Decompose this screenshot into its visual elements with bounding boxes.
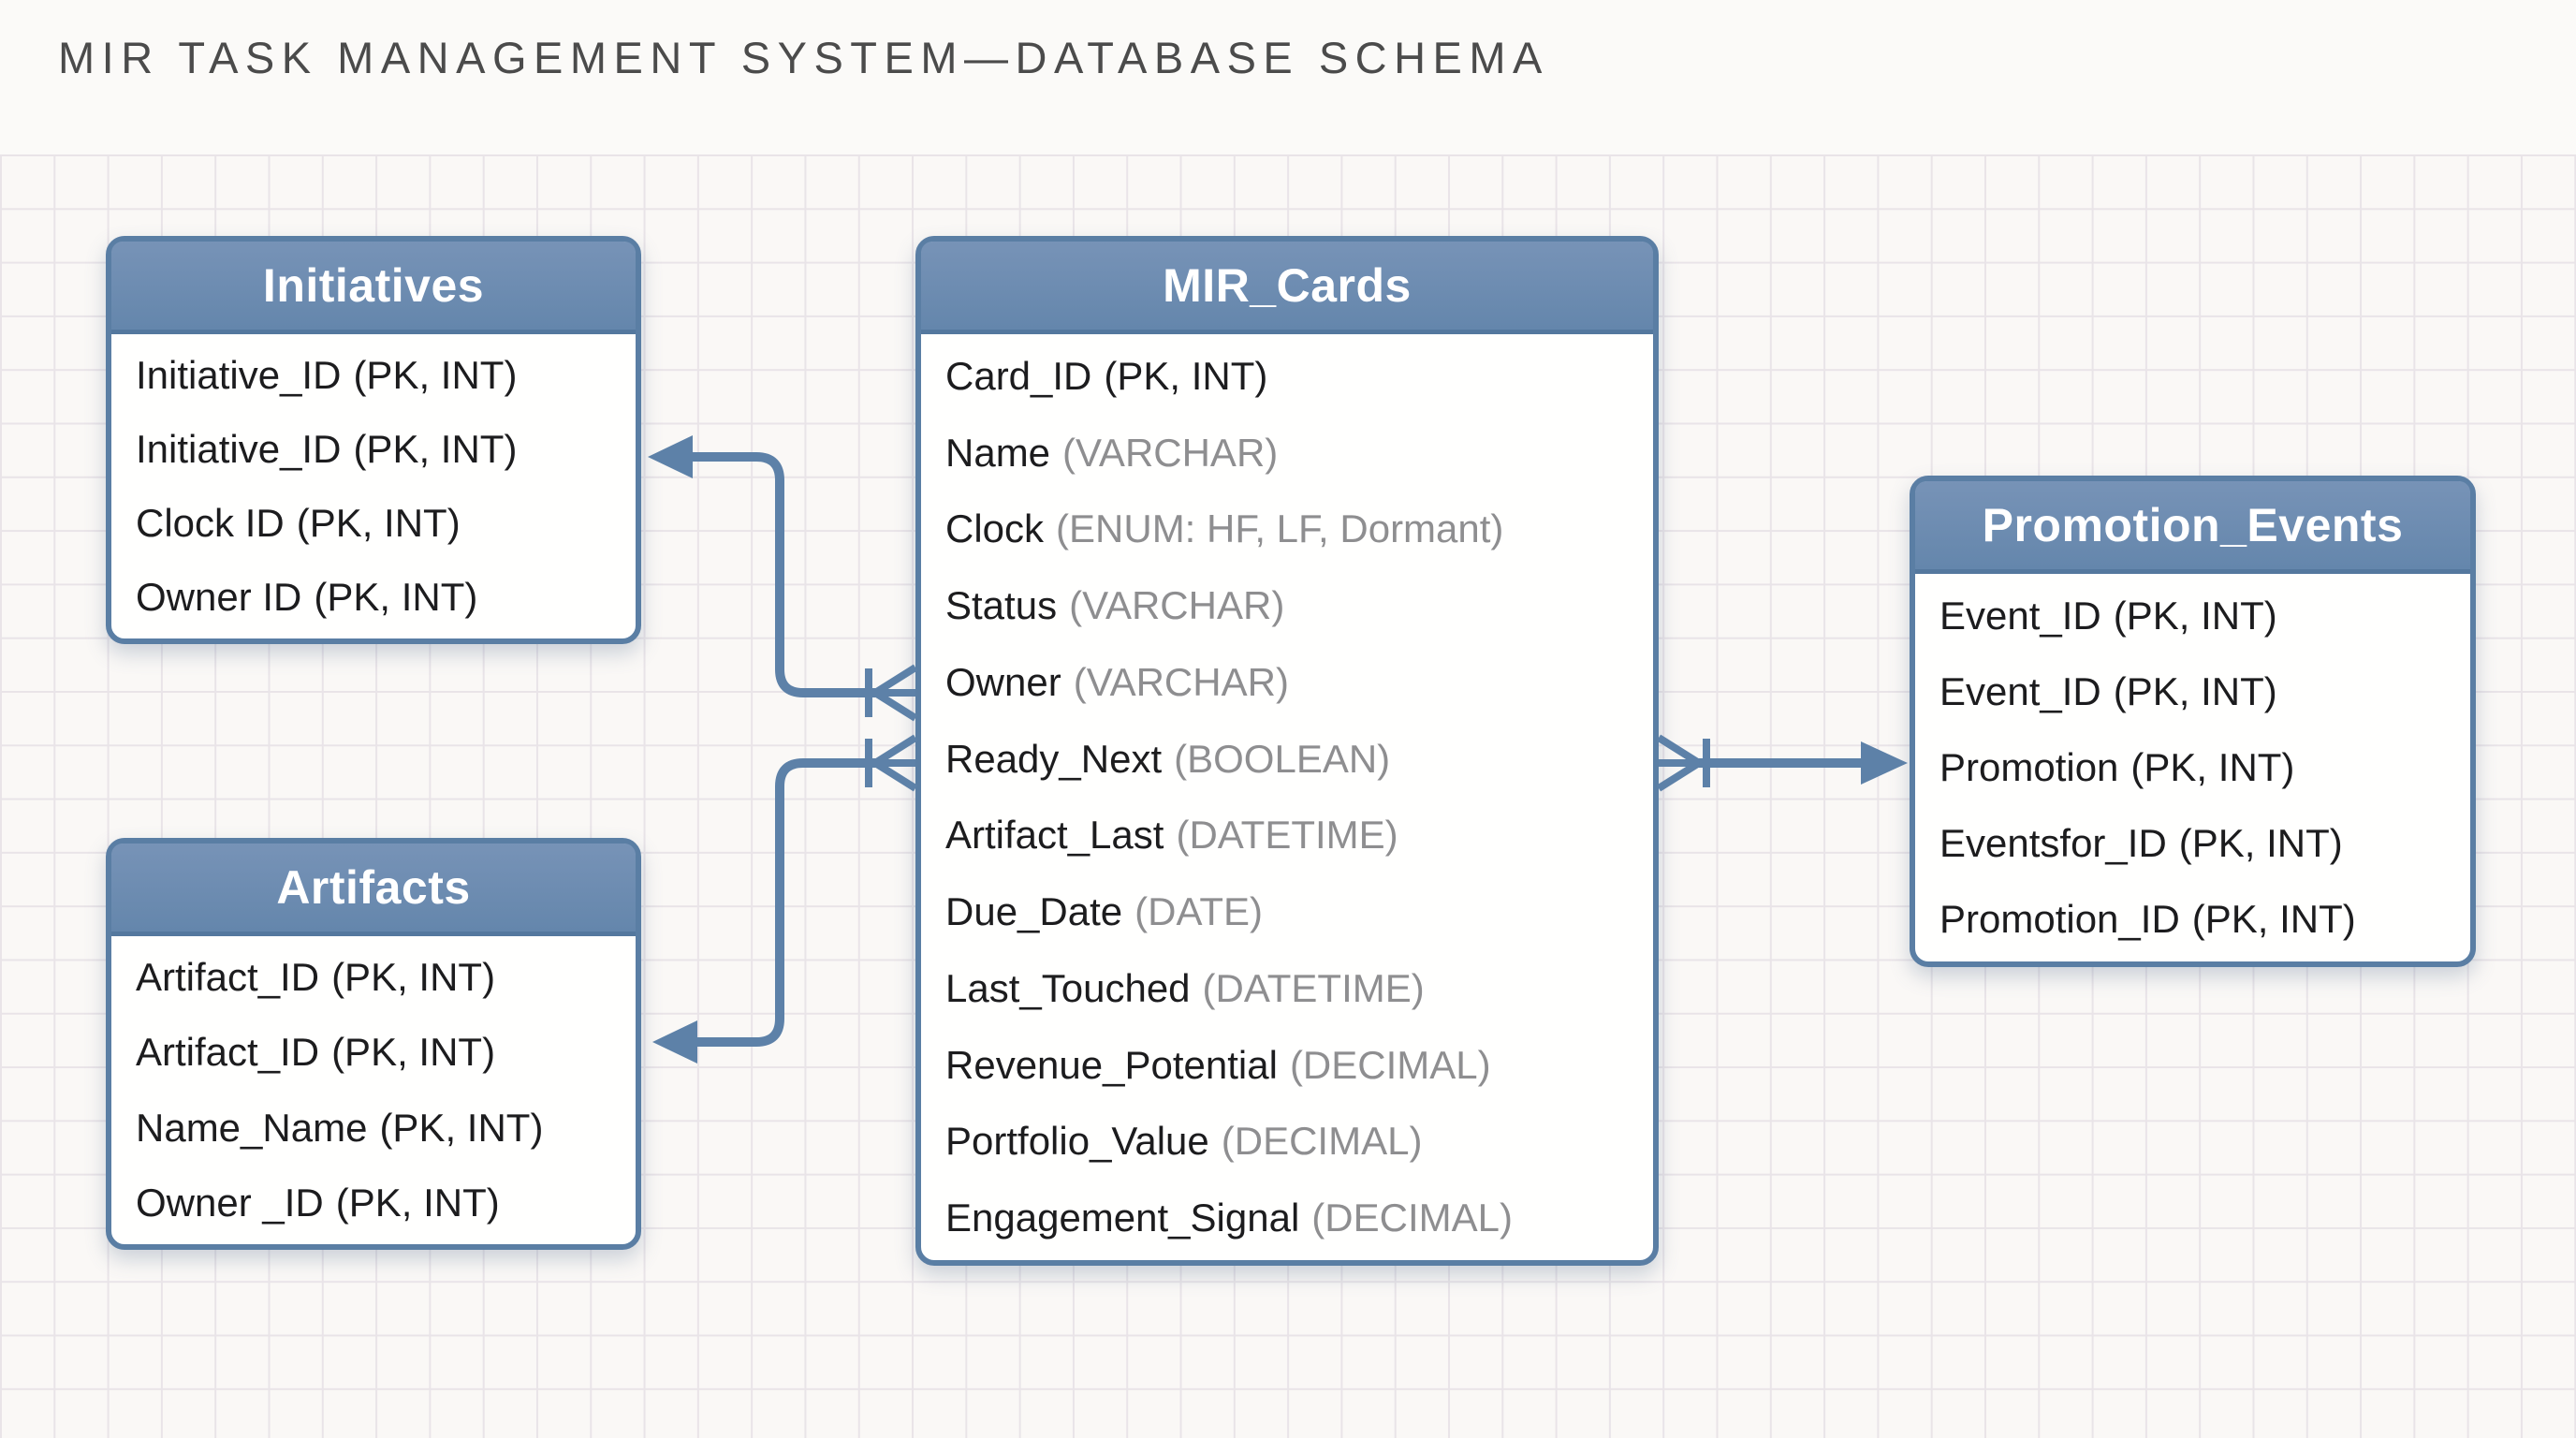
field-name: Name: [945, 430, 1051, 475]
field-type: (ENUM: HF, LF, Dormant): [1056, 506, 1504, 551]
field-type: (PK, INT): [2178, 821, 2343, 866]
field-name: Due_Date: [945, 889, 1123, 934]
field-name: Event_ID: [1939, 593, 2101, 638]
field-row: Artifact_ID(PK, INT): [111, 955, 636, 1000]
field-name: Owner ID: [136, 575, 302, 620]
field-name: Owner: [945, 659, 1061, 704]
field-type: (DATETIME): [1176, 813, 1398, 858]
field-name: Name_Name: [136, 1105, 368, 1150]
table-artifacts-header: Artifacts: [111, 844, 636, 936]
field-type: (PK, INT): [331, 955, 496, 1000]
field-row: Status(VARCHAR): [921, 583, 1653, 628]
field-type: (PK, INT): [314, 575, 478, 620]
field-type: (DECIMAL): [1311, 1196, 1513, 1240]
field-row: Name_Name(PK, INT): [111, 1105, 636, 1150]
field-row: Owner (VARCHAR): [921, 659, 1653, 704]
field-row: Owner _ID(PK, INT): [111, 1181, 636, 1225]
field-row: Card_ID (PK, INT): [921, 353, 1653, 398]
table-initiatives-title: Initiatives: [262, 259, 485, 312]
field-name: Event_ID: [1939, 668, 2101, 713]
field-name: Status: [945, 583, 1058, 628]
field-type: (DECIMAL): [1221, 1119, 1423, 1164]
field-name: Initiative_ID: [136, 352, 342, 397]
table-mir-cards: MIR_Cards Card_ID(PK, INT)Name(VARCHAR)C…: [915, 236, 1659, 1266]
field-row: Initiative_ID(PK, INT): [111, 352, 636, 397]
field-name: Owner _ID: [136, 1180, 324, 1225]
field-type: (PK, INT): [379, 1105, 544, 1150]
field-name: Promotion: [1939, 744, 2119, 789]
field-type: (PK, INT): [2130, 744, 2295, 789]
field-type: (DATETIME): [1202, 965, 1425, 1010]
field-row: Last_Touched(DATETIME): [921, 965, 1653, 1010]
field-type: (DATE): [1134, 889, 1263, 934]
field-row: Revenue_Potential(DECIMAL): [921, 1042, 1653, 1087]
field-row: Due_Date(DATE): [921, 889, 1653, 934]
field-name: Artifact_ID: [136, 955, 320, 1000]
field-row: Artifact_Last (DATETIME): [921, 814, 1653, 857]
field-type: (PK, INT): [335, 1180, 500, 1225]
field-type: (VARCHAR): [1069, 583, 1285, 628]
field-type: (DECIMAL): [1289, 1042, 1491, 1087]
field-row: Eventsfor_ID(PK, INT): [1915, 821, 2470, 866]
field-name: Artifact_Last: [945, 813, 1164, 858]
field-row: Event_ID (PK, INT): [1915, 668, 2470, 713]
field-row: Portfolio_Value (DECIMAL): [921, 1120, 1653, 1163]
field-type: (BOOLEAN): [1174, 736, 1391, 781]
table-initiatives-header: Initiatives: [111, 242, 636, 334]
table-mir-cards-header: MIR_Cards: [921, 242, 1653, 334]
field-type: (PK, INT): [2113, 593, 2277, 638]
field-name: Ready_Next: [945, 736, 1163, 781]
table-promotion-events: Promotion_Events Event_ID(PK, INT)Event_…: [1910, 476, 2476, 967]
field-type: (PK, INT): [296, 501, 461, 546]
field-row: Clock(ENUM: HF, LF, Dormant): [921, 507, 1653, 550]
field-row: Initiative_ID(PK, INT): [111, 426, 636, 471]
field-name: Revenue_Potential: [945, 1042, 1278, 1087]
field-row: Ready_Next(BOOLEAN): [921, 736, 1653, 781]
page-title: MIR TASK MANAGEMENT SYSTEM—DATABASE SCHE…: [58, 33, 1549, 82]
table-artifacts: Artifacts Artifact_ID(PK, INT)Artifact_I…: [106, 838, 641, 1250]
field-type: (PK, INT): [331, 1030, 496, 1075]
field-row: Promotion_ID(PK, INT): [1915, 898, 2470, 941]
field-name: Portfolio_Value: [945, 1119, 1209, 1164]
table-mir-cards-fields: Card_ID(PK, INT)Name(VARCHAR)Clock(ENUM:…: [921, 334, 1653, 1260]
field-type: (PK, INT): [353, 426, 518, 471]
field-name: Eventsfor_ID: [1939, 821, 2167, 866]
field-row: Artifact_ID(PK, INT): [111, 1031, 636, 1074]
field-type: (VARCHAR): [1062, 430, 1279, 475]
field-name: Artifact_ID: [136, 1030, 320, 1075]
field-type: (PK, INT): [353, 352, 518, 397]
field-name: Clock ID: [136, 501, 285, 546]
field-name: Initiative_ID: [136, 426, 342, 471]
table-artifacts-title: Artifacts: [276, 861, 471, 914]
field-name: Engagement_Signal: [945, 1196, 1300, 1240]
table-promotion-events-fields: Event_ID(PK, INT)Event_ID(PK, INT)Promot…: [1915, 574, 2470, 961]
table-promotion-events-header: Promotion_Events: [1915, 481, 2470, 574]
field-type: (PK, INT): [2113, 668, 2277, 713]
field-row: Engagement_Signal(DECIMAL): [921, 1196, 1653, 1240]
field-row: Event_ID (PK, INT): [1915, 594, 2470, 638]
table-initiatives-fields: Initiative_ID(PK, INT)Initiative_ID(PK, …: [111, 334, 636, 638]
field-row: Name(VARCHAR): [921, 430, 1653, 475]
field-row: Clock ID(PK, INT): [111, 501, 636, 546]
field-type: (VARCHAR): [1073, 659, 1289, 704]
table-artifacts-fields: Artifact_ID(PK, INT)Artifact_ID(PK, INT)…: [111, 936, 636, 1244]
field-row: Promotion(PK, INT): [1915, 744, 2470, 789]
field-name: Card_ID: [945, 353, 1092, 398]
field-row: Owner ID (PK, INT): [111, 576, 636, 619]
field-type: (PK, INT): [2191, 897, 2356, 942]
field-type: (PK, INT): [1104, 353, 1268, 398]
field-name: Clock: [945, 506, 1045, 551]
field-name: Promotion_ID: [1939, 897, 2180, 942]
table-mir-cards-title: MIR_Cards: [1163, 259, 1412, 312]
table-promotion-events-title: Promotion_Events: [1982, 499, 2404, 551]
table-initiatives: Initiatives Initiative_ID(PK, INT)Initia…: [106, 236, 641, 644]
field-name: Last_Touched: [945, 965, 1191, 1010]
